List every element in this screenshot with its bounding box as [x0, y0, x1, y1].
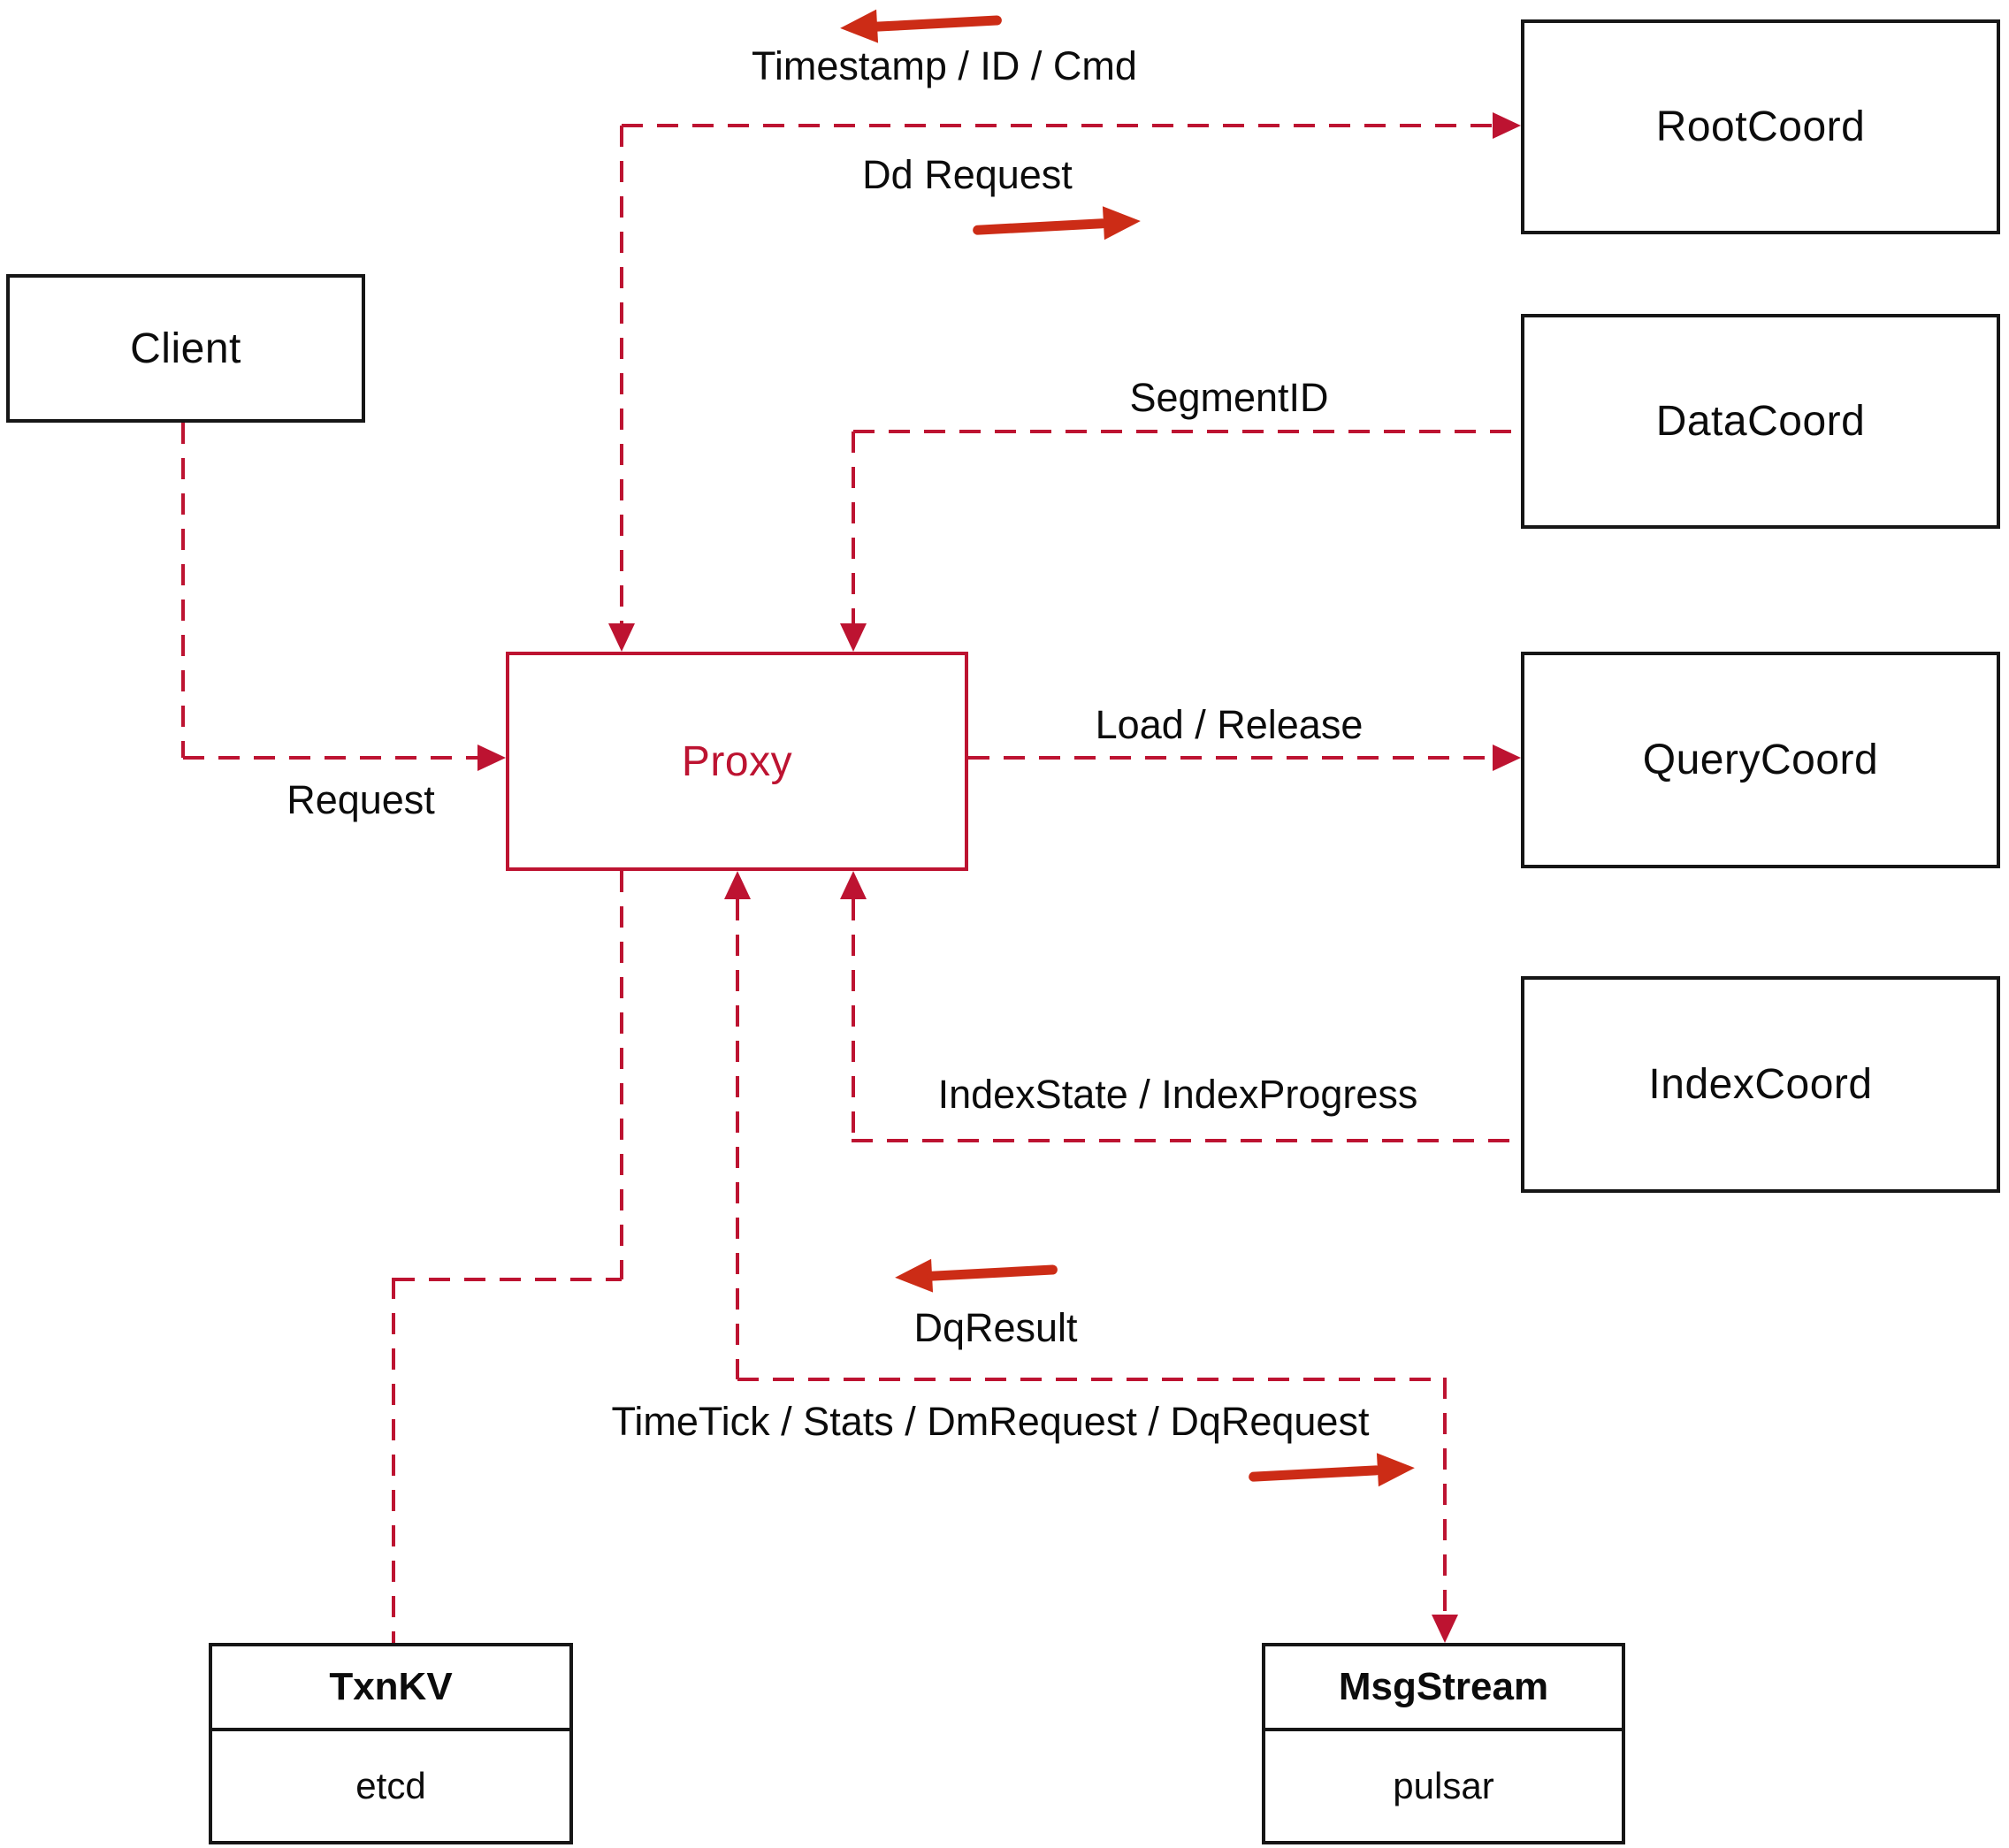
edge-label-timetick-stats: TimeTick / Stats / DmRequest / DqRequest: [611, 1399, 1370, 1444]
edge-label-request: Request: [286, 777, 435, 822]
arrowhead-into-proxy-left: [477, 745, 506, 771]
edge-label-dq-result: DqResult: [913, 1305, 1078, 1350]
edge-proxy-msgstream-h: [737, 1378, 1445, 1381]
node-txnkv-title: TxnKV: [212, 1646, 569, 1731]
arrowhead-into-proxy-bottom-left: [724, 871, 751, 899]
arrow-shaft: [926, 1264, 1058, 1281]
direction-arrow-right-dqrequest: [1248, 1451, 1416, 1493]
arrow-head-icon: [1376, 1451, 1416, 1487]
edge-proxy-rootcoord-v: [620, 126, 623, 623]
edge-proxy-txnkv-v1: [620, 871, 623, 1279]
arrowhead-into-proxy-top-right: [840, 623, 867, 652]
arrow-shaft: [972, 218, 1108, 235]
direction-arrow-right-dd-request: [972, 204, 1142, 247]
edge-label-index-state-progress: IndexState / IndexProgress: [937, 1072, 1418, 1117]
node-querycoord: QueryCoord: [1521, 652, 2000, 868]
node-msgstream: MsgStream pulsar: [1262, 1643, 1625, 1844]
arrowhead-into-proxy-bottom-right: [840, 871, 867, 899]
node-msgstream-subtitle: pulsar: [1393, 1765, 1494, 1806]
node-msgstream-title: MsgStream: [1265, 1646, 1622, 1731]
arrowhead-into-querycoord: [1493, 745, 1521, 771]
node-proxy: Proxy: [506, 652, 968, 871]
edge-indexcoord-proxy-h: [852, 1139, 1521, 1142]
edge-datacoord-proxy-v: [852, 431, 855, 623]
edge-proxy-msgstream-v2: [1443, 1378, 1447, 1615]
edge-indexcoord-proxy-v: [852, 899, 855, 1141]
edge-label-timestamp-id-cmd: Timestamp / ID / Cmd: [752, 43, 1137, 88]
node-txnkv-subtitle: etcd: [355, 1765, 426, 1806]
arrow-shaft: [871, 15, 1003, 32]
edge-client-proxy-h: [183, 756, 477, 760]
arrow-shaft: [1248, 1465, 1382, 1482]
arrowhead-into-msgstream: [1432, 1615, 1458, 1643]
node-datacoord-label: DataCoord: [1655, 398, 1866, 445]
node-rootcoord: RootCoord: [1521, 19, 2000, 234]
edge-proxy-rootcoord-h: [622, 124, 1493, 127]
edge-label-segment-id: SegmentID: [1129, 375, 1329, 420]
node-proxy-label: Proxy: [681, 737, 793, 785]
edge-label-dd-request: Dd Request: [862, 152, 1073, 197]
direction-arrow-left-timestamp: [839, 3, 1004, 45]
node-client: Client: [6, 274, 365, 423]
node-querycoord-label: QueryCoord: [1642, 737, 1879, 783]
edge-proxy-txnkv-v2: [392, 1278, 395, 1643]
arrowhead-into-proxy-top-left: [608, 623, 635, 652]
direction-arrow-left-dqresult: [894, 1252, 1060, 1294]
node-datacoord: DataCoord: [1521, 314, 2000, 529]
edge-datacoord-proxy-h: [853, 430, 1521, 433]
edge-label-load-release: Load / Release: [1095, 702, 1364, 747]
edge-client-proxy-v: [181, 423, 185, 758]
edge-proxy-txnkv-h: [393, 1278, 622, 1281]
arrowhead-into-rootcoord: [1493, 112, 1521, 139]
node-txnkv: TxnKV etcd: [209, 1643, 573, 1844]
node-rootcoord-label: RootCoord: [1655, 103, 1866, 150]
node-indexcoord: IndexCoord: [1521, 976, 2000, 1193]
node-indexcoord-label: IndexCoord: [1648, 1061, 1873, 1108]
edge-proxy-msgstream-v1: [736, 899, 739, 1379]
arrow-head-icon: [1102, 204, 1142, 241]
edge-proxy-querycoord-h: [968, 756, 1493, 760]
node-client-label: Client: [130, 325, 241, 372]
